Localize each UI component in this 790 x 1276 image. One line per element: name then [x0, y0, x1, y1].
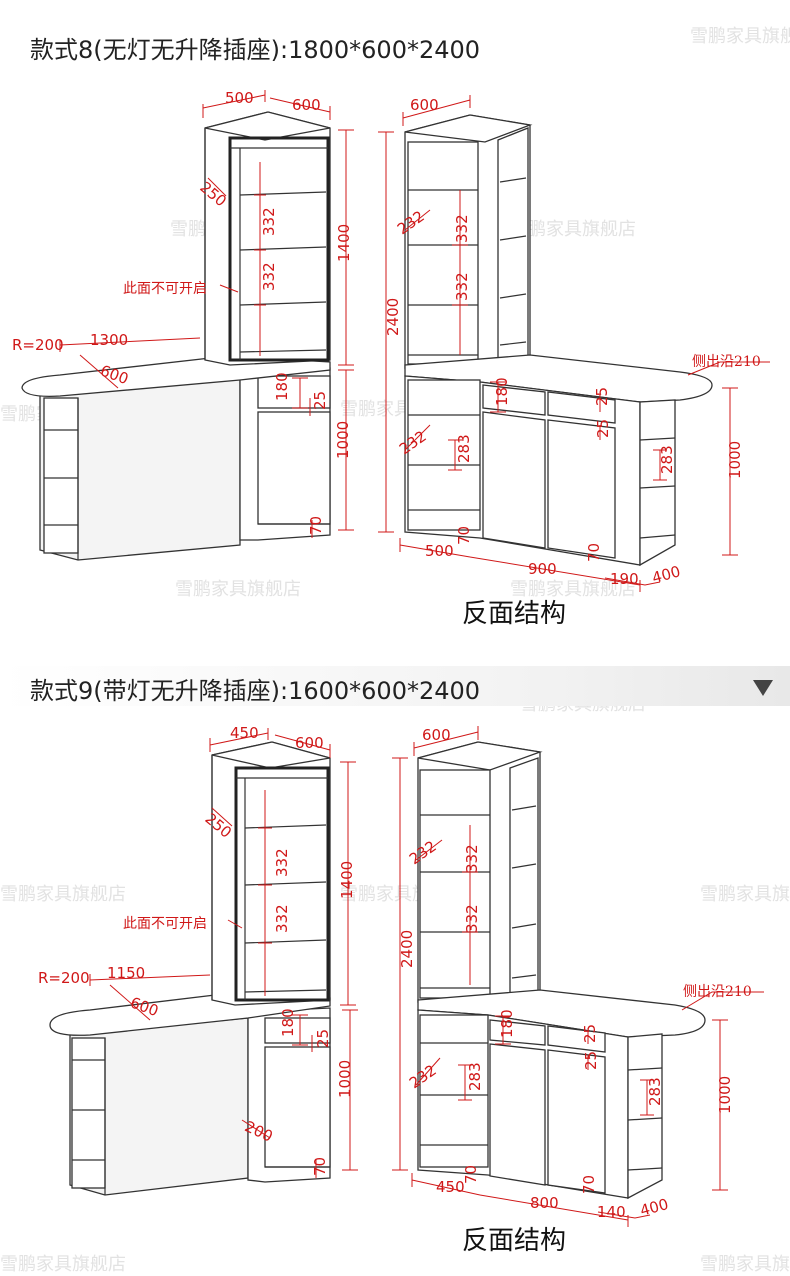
dim-gap: 25	[314, 1029, 332, 1048]
dim-width-top: 600	[292, 96, 321, 114]
dim-shelf-a: 332	[273, 848, 291, 877]
section-divider	[0, 666, 790, 706]
dim-gap: 25	[311, 391, 329, 410]
dim-bottom-500: 500	[425, 542, 454, 560]
dim-gap-a: 25	[581, 1024, 599, 1043]
watermark: 雪鹏家具旗舰店	[0, 884, 126, 905]
dim-total-height: 2400	[384, 298, 402, 336]
watermark: 雪鹏家具旗舰店	[510, 579, 636, 600]
dim-height-lower: 1000	[336, 1060, 354, 1098]
dim-radius: R=200	[38, 969, 90, 987]
dim-counter-len: 1150	[107, 964, 145, 982]
chevron-down-icon[interactable]	[748, 676, 778, 700]
dim-counter-len: 1300	[90, 331, 128, 349]
dim-gap-b: 25	[582, 1051, 600, 1070]
dim-width-top: 600	[422, 726, 451, 744]
note-no-open: 此面不可开启	[123, 916, 207, 932]
dim-shelf-283: 283	[455, 434, 473, 463]
dim-shelf-a: 332	[453, 214, 471, 243]
dim-bottom-800: 800	[530, 1194, 559, 1212]
section2-front-diagram: 450 600 250 332 332 1400 此面不可开启 R=200 11…	[38, 724, 358, 1196]
watermark: 雪鹏家具旗舰店	[0, 1254, 126, 1275]
dim-bottom-70a: 70	[455, 526, 473, 545]
watermark: 雪鹏家具旗舰店	[700, 884, 790, 905]
dim-total-height: 2400	[398, 930, 416, 968]
watermark: 雪鹏家具旗舰店	[700, 1254, 790, 1275]
watermark: 雪鹏家具旗舰店	[510, 219, 636, 240]
dim-bottom-70a: 70	[462, 1165, 480, 1184]
note-side-overhang: 侧出沿210	[692, 354, 761, 370]
section1-back-diagram: 600 2400 232 332 332 侧出沿210 180 25 25 23…	[378, 95, 770, 592]
section2-title: 款式9(带灯无升降插座):1600*600*2400	[30, 677, 481, 705]
dim-drawer: 180	[493, 377, 511, 406]
section1-front-diagram: 500 600 250 332 332 1400 此面不可开启 R=200 13…	[12, 89, 354, 561]
dim-bottom-400: 400	[650, 562, 682, 587]
dim-shelf-b: 332	[273, 904, 291, 933]
dim-width-top: 600	[410, 96, 439, 114]
watermark: 雪鹏家具旗舰店	[175, 579, 301, 600]
dim-depth-top: 500	[225, 89, 254, 107]
dim-bottom-450: 450	[436, 1178, 465, 1196]
dim-height-upper: 1400	[338, 861, 356, 899]
note-no-open: 此面不可开启	[123, 281, 207, 297]
dim-drawer: 180	[279, 1008, 297, 1037]
dim-side-283: 283	[646, 1077, 664, 1106]
dim-bottom-900: 900	[528, 560, 557, 578]
dim-shelf-a: 332	[463, 844, 481, 873]
dim-shelf-a: 332	[260, 207, 278, 236]
watermark: 雪鹏家具旗舰店	[690, 26, 790, 47]
dim-shelf-283: 283	[466, 1062, 484, 1091]
dim-height-1000: 1000	[716, 1076, 734, 1114]
dim-bottom-140: 140	[597, 1203, 626, 1221]
dim-bottom-70b: 70	[580, 1175, 598, 1194]
section1-caption: 反面结构	[462, 599, 567, 629]
dim-bottom-400: 400	[638, 1195, 670, 1220]
section2-back-diagram: 600 2400 232 332 332 侧出沿210 180 25 25 23…	[392, 726, 764, 1227]
dim-plinth: 70	[307, 516, 325, 535]
dim-drawer: 180	[273, 372, 291, 401]
dim-plinth: 70	[311, 1157, 329, 1176]
dim-height-1000: 1000	[726, 441, 744, 479]
dim-side-283: 283	[658, 445, 676, 474]
dim-gap-b: 25	[594, 419, 612, 438]
dim-shelf-b: 332	[260, 262, 278, 291]
dim-bottom-70b: 70	[585, 543, 603, 562]
dim-radius: R=200	[12, 336, 64, 354]
dim-bottom-190: 190	[610, 570, 639, 588]
note-side-overhang: 侧出沿210	[683, 984, 752, 1000]
dim-height-upper: 1400	[335, 224, 353, 262]
dim-depth-top: 450	[230, 724, 259, 742]
dim-shelf-b: 332	[463, 904, 481, 933]
dim-height-lower: 1000	[334, 421, 352, 459]
dim-gap-a: 25	[593, 387, 611, 406]
dim-drawer: 180	[498, 1009, 516, 1038]
dim-shelf-b: 332	[453, 272, 471, 301]
section2-caption: 反面结构	[462, 1226, 567, 1256]
dim-width-top: 600	[295, 734, 324, 752]
section1-title: 款式8(无灯无升降插座):1800*600*2400	[30, 36, 481, 64]
